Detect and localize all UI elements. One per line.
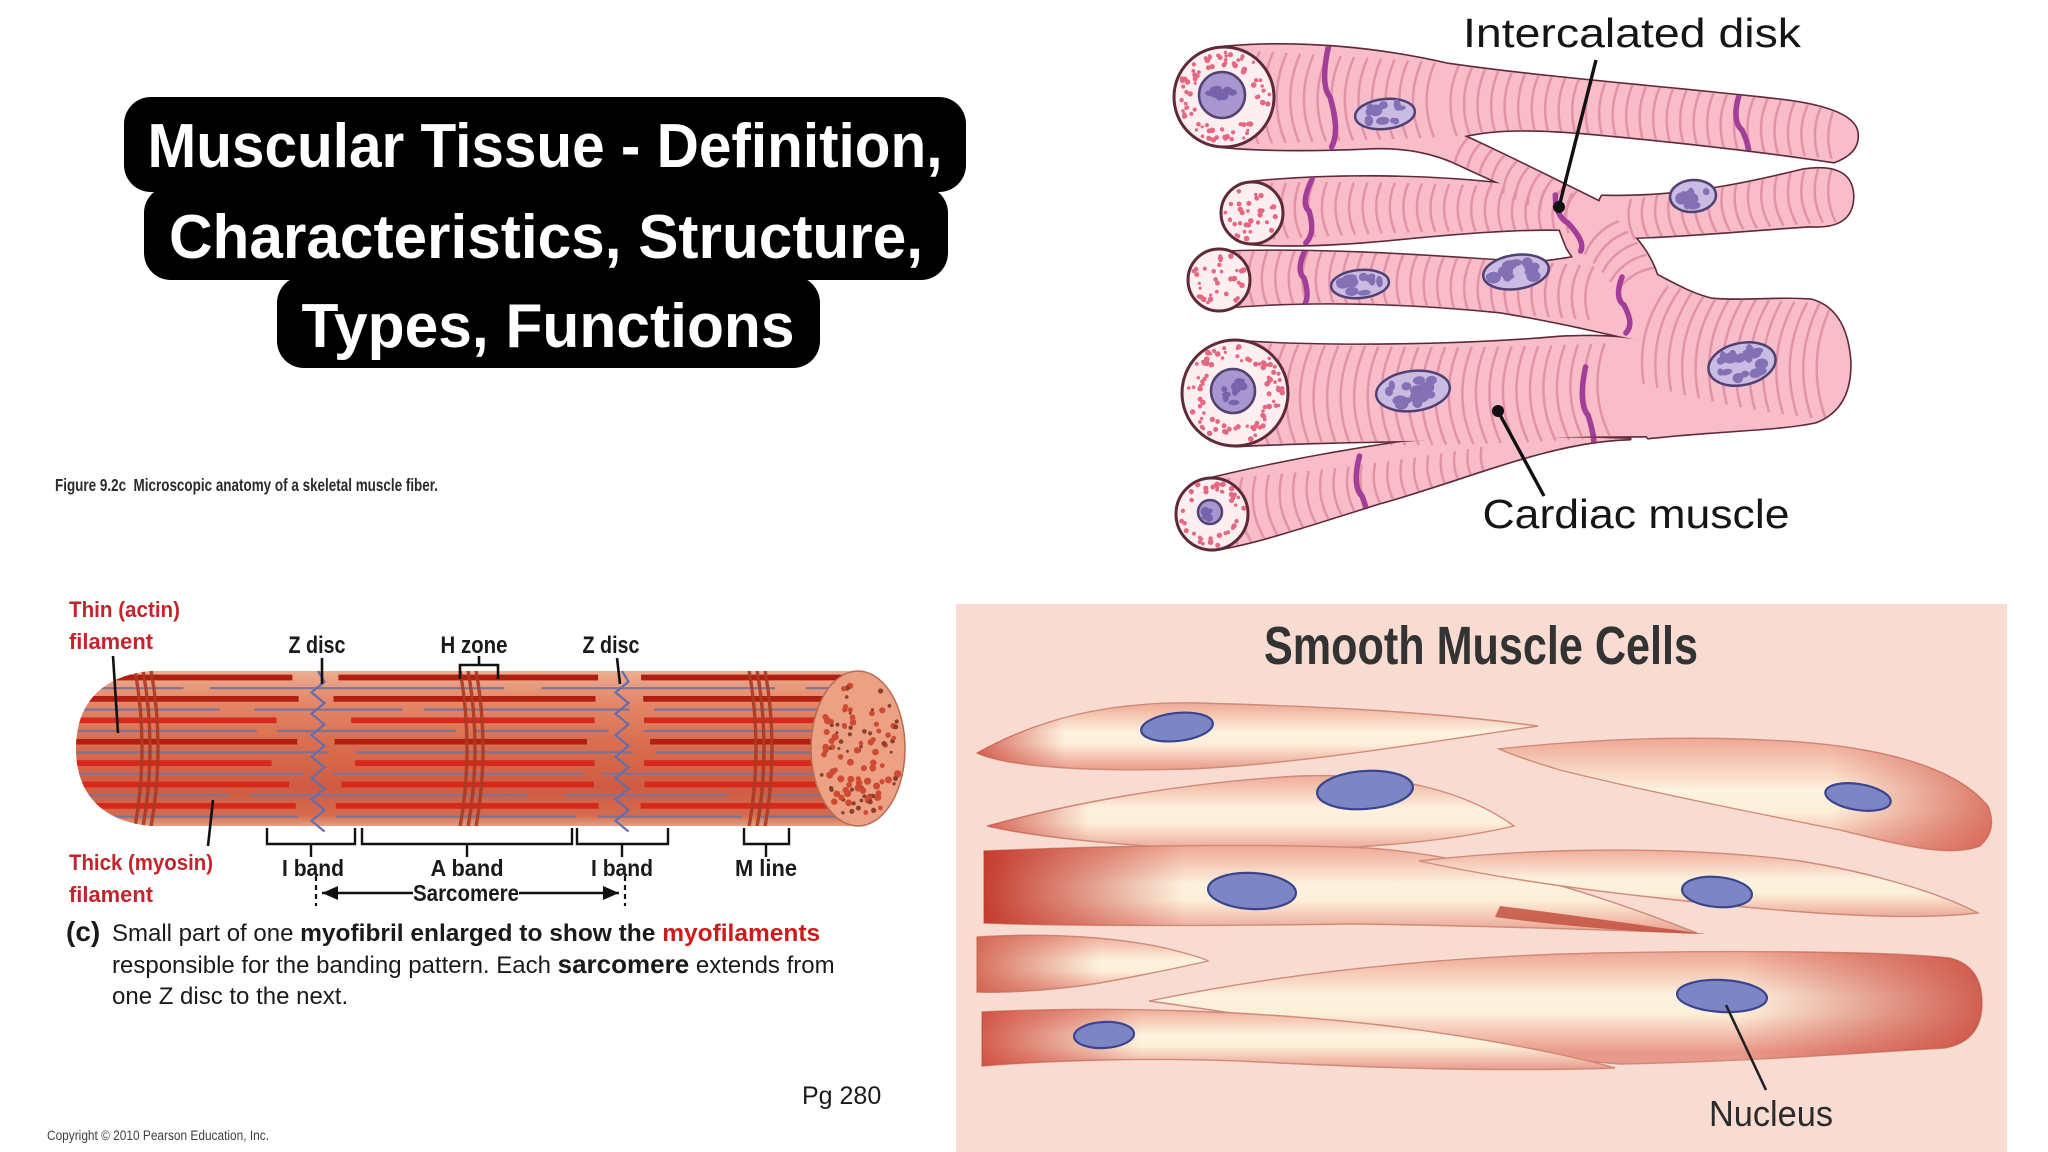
svg-text:Nucleus: Nucleus (1709, 1093, 1833, 1134)
svg-text:Sarcomere: Sarcomere (413, 880, 519, 906)
svg-text:I band: I band (282, 855, 344, 881)
svg-text:A band: A band (431, 855, 504, 881)
svg-text:filament: filament (69, 629, 153, 654)
svg-text:one Z disc to the next.: one Z disc to the next. (112, 983, 348, 1010)
svg-text:Thin (actin): Thin (actin) (69, 597, 180, 622)
svg-text:Smooth Muscle Cells: Smooth Muscle Cells (1264, 616, 1698, 676)
svg-text:Muscular Tissue - Definition,: Muscular Tissue - Definition, (148, 112, 943, 181)
svg-text:Types, Functions: Types, Functions (302, 292, 795, 361)
svg-text:Cardiac muscle: Cardiac muscle (1483, 491, 1790, 537)
svg-text:responsible for the banding pa: responsible for the banding pattern. Eac… (112, 949, 835, 979)
svg-text:Intercalated disk: Intercalated disk (1463, 10, 1802, 56)
svg-text:H zone: H zone (441, 632, 508, 659)
svg-text:Pg 280: Pg 280 (802, 1082, 881, 1110)
svg-text:filament: filament (69, 882, 153, 907)
svg-text:(c): (c) (66, 916, 100, 947)
svg-text:M line: M line (735, 855, 797, 881)
svg-text:Z disc: Z disc (289, 632, 346, 659)
svg-text:I band: I band (591, 855, 653, 881)
svg-text:Thick (myosin): Thick (myosin) (69, 850, 213, 875)
svg-text:Z disc: Z disc (583, 632, 640, 659)
svg-text:Figure 9.2c Microscopic anato: Figure 9.2c Microscopic anatomy of a ske… (55, 475, 438, 495)
svg-text:Small part of one myofibril en: Small part of one myofibril enlarged to … (112, 920, 820, 947)
svg-text:Characteristics, Structure,: Characteristics, Structure, (169, 203, 923, 272)
svg-text:Copyright © 2010 Pearson Educa: Copyright © 2010 Pearson Education, Inc. (47, 1128, 269, 1143)
